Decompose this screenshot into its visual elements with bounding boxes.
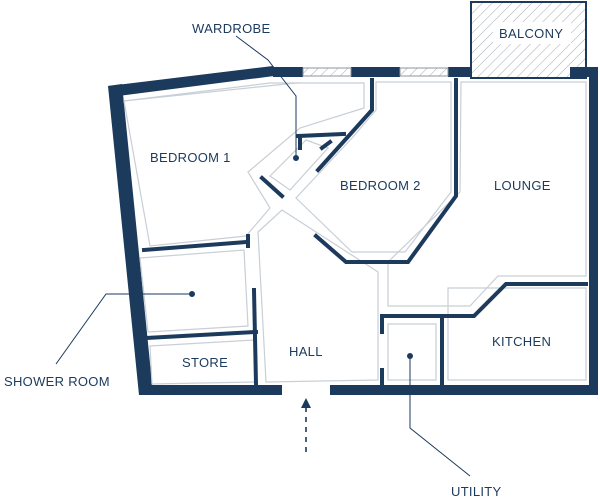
wall-top-3 — [448, 67, 471, 77]
shower-outline — [139, 249, 249, 333]
wall-wardrobe-mid — [319, 139, 333, 151]
room-label-store: STORE — [182, 355, 228, 370]
outer-walls — [108, 66, 598, 395]
hall-outline — [257, 209, 379, 383]
wall-bedroom2-right — [313, 78, 458, 264]
lounge-outline — [387, 81, 587, 307]
bedroom1-outline — [123, 82, 365, 247]
wall-bottom-left — [139, 385, 282, 395]
balcony-label-bg — [493, 22, 571, 44]
room-label-bedroom2: BEDROOM 2 — [340, 178, 421, 193]
wall-top-1 — [273, 67, 303, 77]
wall-left — [108, 84, 153, 395]
wardrobe-leader — [235, 35, 297, 158]
windows — [302, 67, 449, 77]
room-label-balcony: BALCONY — [499, 26, 563, 41]
room-label-bedroom1: BEDROOM 1 — [150, 150, 231, 165]
utility-leader — [409, 356, 471, 477]
wall-bottom-right — [330, 385, 598, 395]
room-labels: BEDROOM 1 BEDROOM 2 LOUNGE KITCHEN HALL … — [150, 26, 563, 370]
entrance-arrow — [301, 398, 311, 452]
callout-label-wardrobe: WARDROBE — [192, 21, 271, 36]
leaders — [55, 35, 471, 477]
wall-top-4 — [570, 67, 598, 77]
callout-label-utility: UTILITY — [451, 484, 502, 499]
callout-label-shower-room: SHOWER ROOM — [4, 374, 110, 389]
balcony — [470, 1, 587, 79]
room-label-kitchen: KITCHEN — [492, 334, 551, 349]
inner-outlines — [123, 81, 587, 385]
callout-labels: WARDROBE SHOWER ROOM UTILITY — [4, 21, 502, 499]
utility-dot — [407, 353, 413, 359]
utility-outline — [387, 323, 437, 381]
room-label-lounge: LOUNGE — [494, 178, 551, 193]
wall-top-2 — [351, 67, 400, 77]
bedroom2-outline — [295, 81, 452, 253]
kitchen-outline — [447, 287, 587, 381]
wardrobe-outline — [269, 139, 330, 191]
wall-top-left — [108, 66, 274, 96]
window-2 — [399, 67, 449, 77]
inner-top — [123, 82, 300, 102]
window-1 — [302, 67, 352, 77]
wall-lounge-bottom — [380, 282, 588, 318]
wall-bedroom2-left — [315, 78, 374, 173]
wall-wardrobe-top — [295, 131, 347, 139]
wall-wardrobe-bottom — [259, 175, 285, 199]
wall-hall-left — [251, 287, 259, 387]
wardrobe-dot — [293, 155, 299, 161]
entrance-arrowhead-icon — [301, 398, 311, 408]
wall-shower-bottom — [143, 329, 259, 341]
shower-dot — [189, 291, 195, 297]
interior-walls — [141, 78, 588, 390]
room-label-hall: HALL — [289, 344, 323, 359]
wall-right — [589, 67, 598, 394]
shower-leader — [55, 293, 192, 365]
wall-bedroom1-bottom — [141, 239, 249, 253]
